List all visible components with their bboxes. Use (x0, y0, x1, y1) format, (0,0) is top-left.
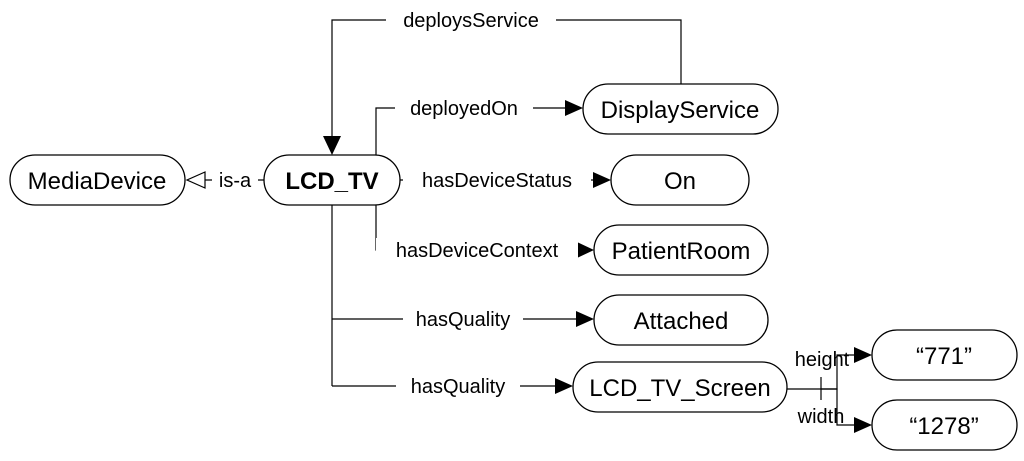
width-line (821, 388, 855, 426)
node-lcd-tv-label: LCD_TV (285, 168, 378, 195)
has-quality-label-2: hasQuality (411, 376, 506, 398)
height-arrowhead (854, 347, 872, 363)
deploys-service-label: deploysService (403, 10, 539, 32)
node-lcd-tv-screen-label: LCD_TV_Screen (589, 375, 770, 402)
node-attached: Attached (593, 294, 769, 346)
deploys-service-arrowhead (323, 136, 341, 155)
node-on: On (610, 154, 750, 206)
node-patient-room-label: PatientRoom (612, 238, 751, 265)
node-patient-room: PatientRoom (593, 224, 769, 276)
node-value-771: “771” (871, 329, 1018, 381)
node-display-service-label: DisplayService (601, 97, 760, 124)
deployed-on-arrowhead (565, 100, 583, 116)
nodes: MediaDevice LCD_TV DisplayService On Pat… (9, 83, 1018, 451)
has-device-status-arrowhead (593, 172, 611, 188)
node-on-label: On (664, 168, 696, 195)
node-value-771-label: “771” (916, 343, 972, 370)
node-media-device: MediaDevice (9, 154, 186, 206)
node-display-service: DisplayService (582, 83, 779, 135)
has-device-context-arrowhead (577, 242, 594, 258)
node-value-1278-label: “1278” (909, 413, 978, 440)
has-device-status-label: hasDeviceStatus (422, 170, 572, 192)
node-attached-label: Attached (634, 308, 729, 335)
has-quality-2-arrowhead (555, 378, 573, 394)
is-a-label: is-a (219, 170, 252, 192)
node-lcd-tv-screen: LCD_TV_Screen (572, 361, 788, 413)
is-a-arrowhead (185, 171, 206, 189)
height-label: height (795, 349, 850, 371)
width-arrowhead (854, 417, 872, 433)
width-label: width (797, 406, 845, 428)
node-value-1278: “1278” (871, 399, 1018, 451)
edge-labels: deploysService deployedOn hasDeviceStatu… (212, 8, 850, 428)
deployed-on-label: deployedOn (410, 98, 518, 120)
node-lcd-tv: LCD_TV (263, 154, 401, 206)
has-quality-label-1: hasQuality (416, 309, 511, 331)
has-quality-1-arrowhead (576, 311, 594, 327)
has-device-context-label: hasDeviceContext (396, 240, 559, 262)
node-media-device-label: MediaDevice (28, 168, 167, 195)
